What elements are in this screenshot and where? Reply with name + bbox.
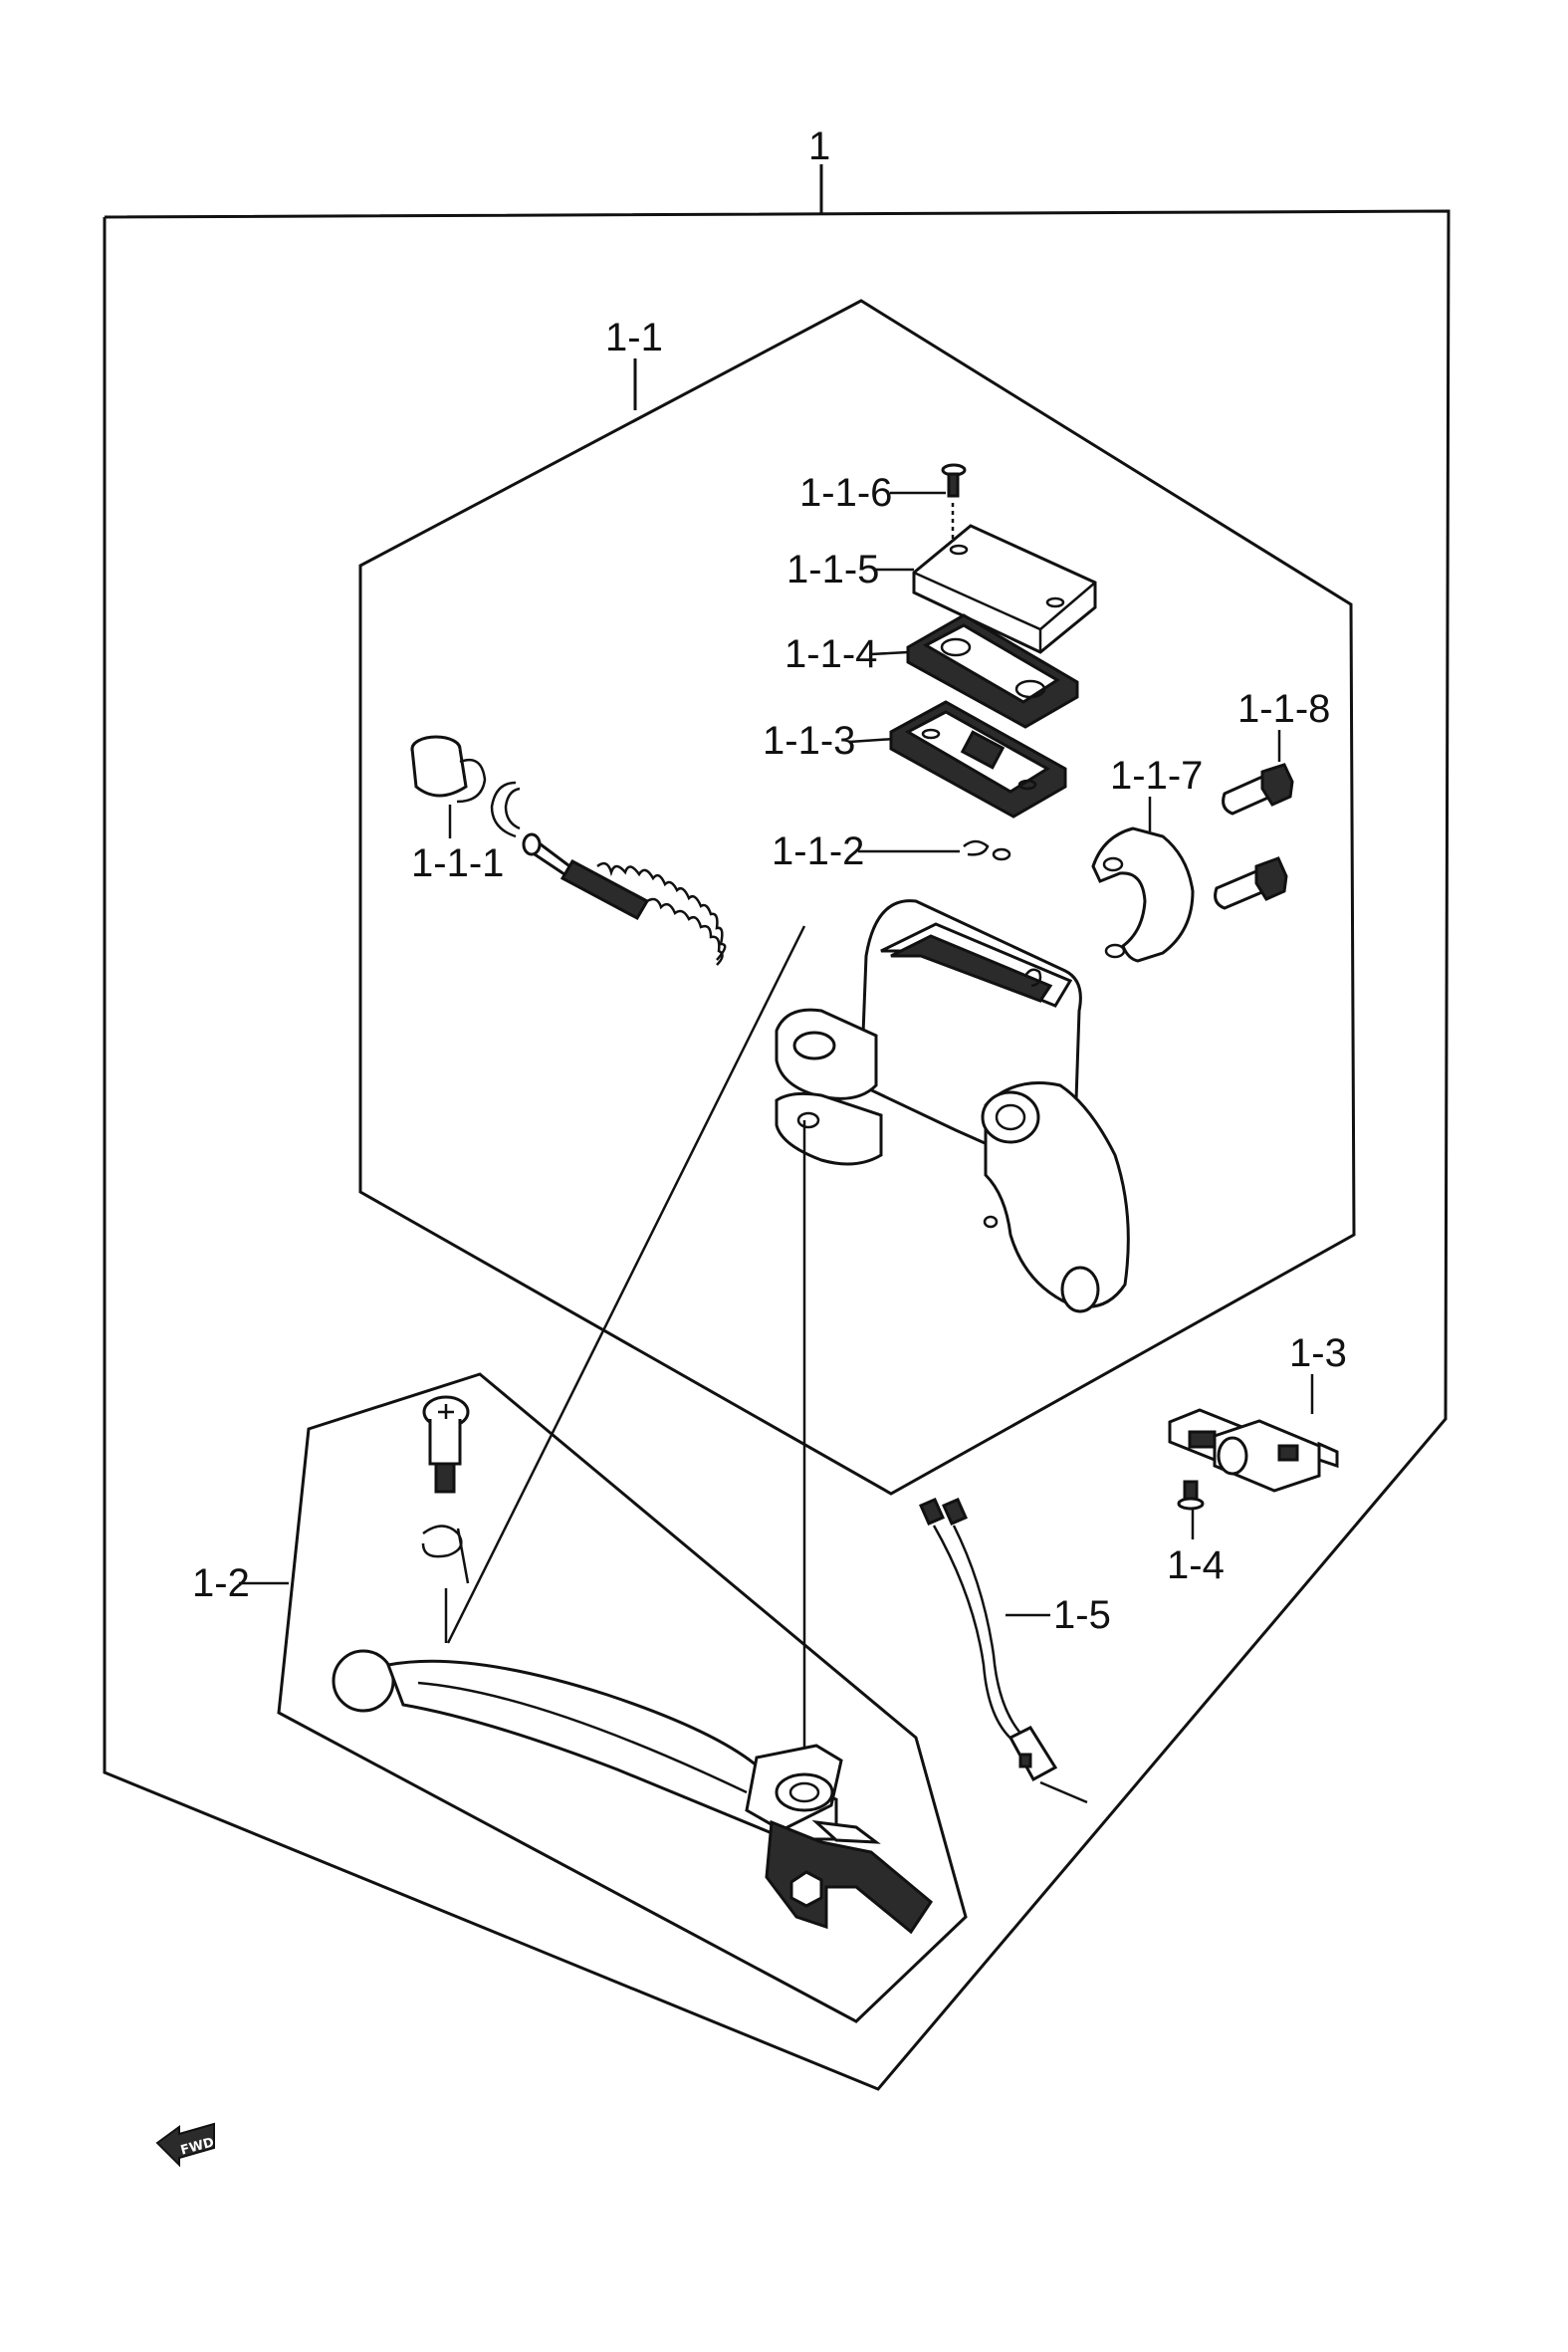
piston-assembly — [410, 735, 727, 966]
wire-harness — [919, 1498, 1088, 1804]
return-spring — [421, 1525, 470, 1643]
callout-1-5: 1-5 — [1053, 1593, 1111, 1637]
callout-1-2: 1-2 — [192, 1561, 250, 1605]
callout-1-1-1: 1-1-1 — [411, 841, 504, 885]
lever-boundary — [239, 1372, 968, 2023]
diaphragm-plate — [889, 700, 1067, 819]
callout-1-1-3: 1-1-3 — [763, 719, 855, 763]
master-cylinder-boundary — [358, 299, 1356, 1496]
fwd-arrow-icon — [155, 2122, 215, 2168]
switch-screw — [1177, 1480, 1205, 1511]
stop-switch — [1168, 1408, 1339, 1493]
callout-1-1-5: 1-1-5 — [786, 548, 879, 591]
callout-1-3: 1-3 — [1289, 1331, 1347, 1375]
small-circlip — [963, 839, 1011, 861]
brake-lever — [332, 1649, 933, 1935]
callout-1-1-7: 1-1-7 — [1110, 754, 1203, 798]
guide-line-lever — [446, 925, 806, 1644]
cap-screw — [941, 463, 967, 543]
lever-nut — [789, 1870, 823, 1908]
reservoir-cap — [912, 524, 1097, 654]
callout-1-1-2: 1-1-2 — [772, 829, 864, 873]
callout-1: 1 — [808, 124, 830, 168]
callout-1-1: 1-1 — [605, 316, 663, 359]
callout-1-4: 1-4 — [1167, 1543, 1225, 1587]
master-cylinder-body — [775, 899, 1130, 1313]
callout-1-1-4: 1-1-4 — [784, 632, 877, 676]
callout-1-1-8: 1-1-8 — [1237, 687, 1330, 731]
pivot-screw — [422, 1395, 470, 1494]
callout-1-1-6: 1-1-6 — [799, 471, 892, 515]
clamp-bolts — [1214, 763, 1294, 910]
clamp-holder — [1091, 826, 1195, 963]
assembly-boundary — [103, 164, 1451, 2091]
diaphragm — [906, 613, 1079, 729]
